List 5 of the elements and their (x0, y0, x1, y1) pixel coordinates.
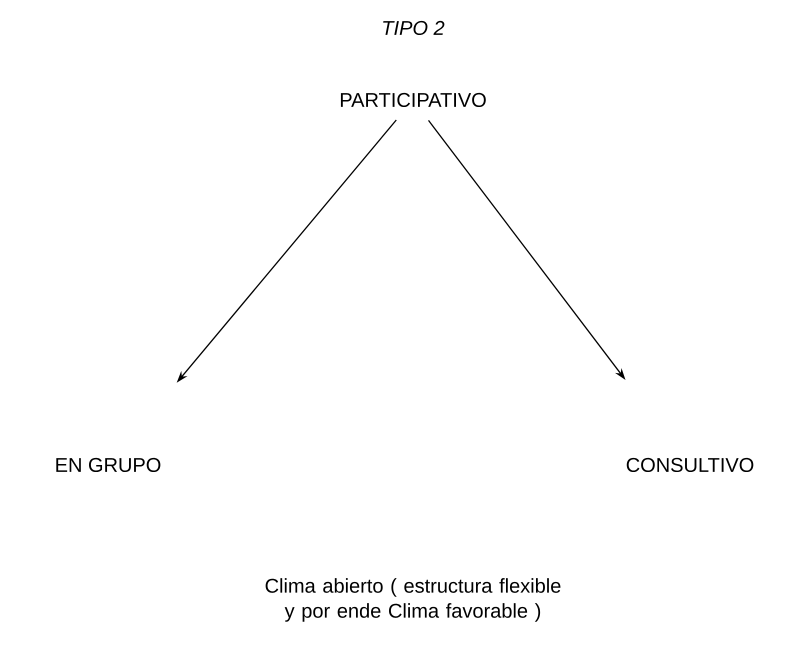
node-text: PARTICIPATIVO (340, 92, 486, 108)
node-text: EN GRUPO (56, 458, 160, 472)
note-text: Clima abierto ( estructura flexible y por ende Clima favorable ) (266, 578, 560, 622)
title: TIPO 2 (383, 20, 444, 36)
node-text: CONSULTIVO (626, 458, 754, 472)
